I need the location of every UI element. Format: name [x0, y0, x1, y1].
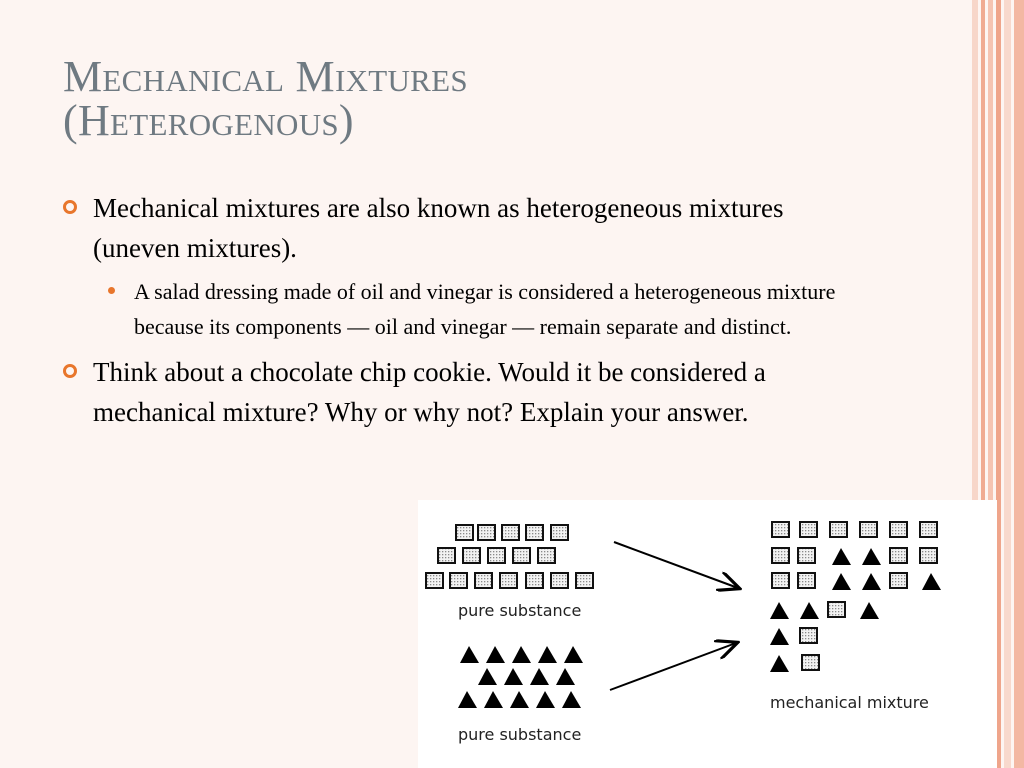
square-particle-icon	[771, 572, 790, 589]
square-particle-icon	[437, 547, 456, 564]
square-particle-icon	[771, 521, 790, 538]
triangle-particle-icon	[556, 668, 575, 685]
triangle-particle-icon	[922, 573, 941, 590]
sub-bullet-1: A salad dressing made of oil and vinegar…	[63, 274, 863, 344]
triangle-particle-icon	[562, 691, 581, 708]
title-line-2: (Heterogenous)	[63, 96, 354, 145]
triangle-particle-icon	[484, 691, 503, 708]
triangle-particle-icon	[832, 573, 851, 590]
triangle-particle-icon	[862, 573, 881, 590]
square-particle-icon	[889, 521, 908, 538]
square-particle-icon	[474, 572, 493, 589]
arrow-top	[613, 541, 738, 588]
square-particle-icon	[771, 547, 790, 564]
slide-title: Mechanical Mixtures (Heterogenous)	[63, 55, 943, 143]
triangle-particle-icon	[536, 691, 555, 708]
bullet-ring-icon	[63, 200, 77, 214]
square-particle-icon	[799, 627, 818, 644]
square-particle-icon	[550, 524, 569, 541]
bullet-1: Mechanical mixtures are also known as he…	[63, 188, 863, 268]
label-pure-substance-bottom: pure substance	[458, 725, 581, 744]
square-particle-icon	[525, 524, 544, 541]
square-particle-icon	[575, 572, 594, 589]
square-particle-icon	[487, 547, 506, 564]
bullet-1-text: Mechanical mixtures are also known as he…	[93, 193, 784, 263]
square-particle-icon	[462, 547, 481, 564]
square-particle-icon	[550, 572, 569, 589]
square-particle-icon	[501, 524, 520, 541]
triangle-particle-icon	[862, 548, 881, 565]
square-particle-icon	[537, 547, 556, 564]
square-particle-icon	[525, 572, 544, 589]
square-particle-icon	[889, 547, 908, 564]
triangle-particle-icon	[832, 548, 851, 565]
triangle-particle-icon	[770, 628, 789, 645]
square-particle-icon	[797, 572, 816, 589]
label-pure-substance-top: pure substance	[458, 601, 581, 620]
triangle-particle-icon	[770, 602, 789, 619]
square-particle-icon	[827, 601, 846, 618]
square-particle-icon	[797, 547, 816, 564]
triangle-particle-icon	[530, 668, 549, 685]
triangle-particle-icon	[512, 646, 531, 663]
square-particle-icon	[477, 524, 496, 541]
arrow-bottom	[609, 643, 736, 691]
square-particle-icon	[499, 572, 518, 589]
triangle-particle-icon	[460, 646, 479, 663]
square-particle-icon	[449, 572, 468, 589]
square-particle-icon	[919, 547, 938, 564]
slide-content: Mechanical mixtures are also known as he…	[63, 188, 863, 432]
triangle-particle-icon	[504, 668, 523, 685]
mixture-diagram-svg: pure substance pure substance mechanical…	[425, 521, 941, 744]
triangle-particle-icon	[538, 646, 557, 663]
square-particle-icon	[801, 654, 820, 671]
triangle-particle-icon	[564, 646, 583, 663]
triangle-particle-icon	[800, 602, 819, 619]
label-mechanical-mixture: mechanical mixture	[770, 693, 929, 712]
bullet-2-text: Think about a chocolate chip cookie. Wou…	[93, 357, 766, 427]
triangle-particle-icon	[770, 655, 789, 672]
square-particle-icon	[859, 521, 878, 538]
square-particle-icon	[889, 572, 908, 589]
square-particle-icon	[829, 521, 848, 538]
square-particle-icon	[799, 521, 818, 538]
triangle-particle-icon	[478, 668, 497, 685]
square-particle-icon	[455, 524, 474, 541]
bullet-dot-icon	[108, 287, 115, 294]
triangle-particle-icon	[458, 691, 477, 708]
mixture-diagram: pure substance pure substance mechanical…	[418, 500, 997, 768]
triangle-particle-icon	[486, 646, 505, 663]
square-particle-icon	[425, 572, 444, 589]
title-line-1: Mechanical Mixtures	[63, 52, 468, 101]
square-particle-icon	[512, 547, 531, 564]
square-particle-icon	[919, 521, 938, 538]
sub-bullet-1-text: A salad dressing made of oil and vinegar…	[134, 279, 836, 339]
bullet-ring-icon	[63, 364, 77, 378]
bullet-2: Think about a chocolate chip cookie. Wou…	[63, 352, 863, 432]
triangle-particle-icon	[510, 691, 529, 708]
triangle-particle-icon	[860, 602, 879, 619]
